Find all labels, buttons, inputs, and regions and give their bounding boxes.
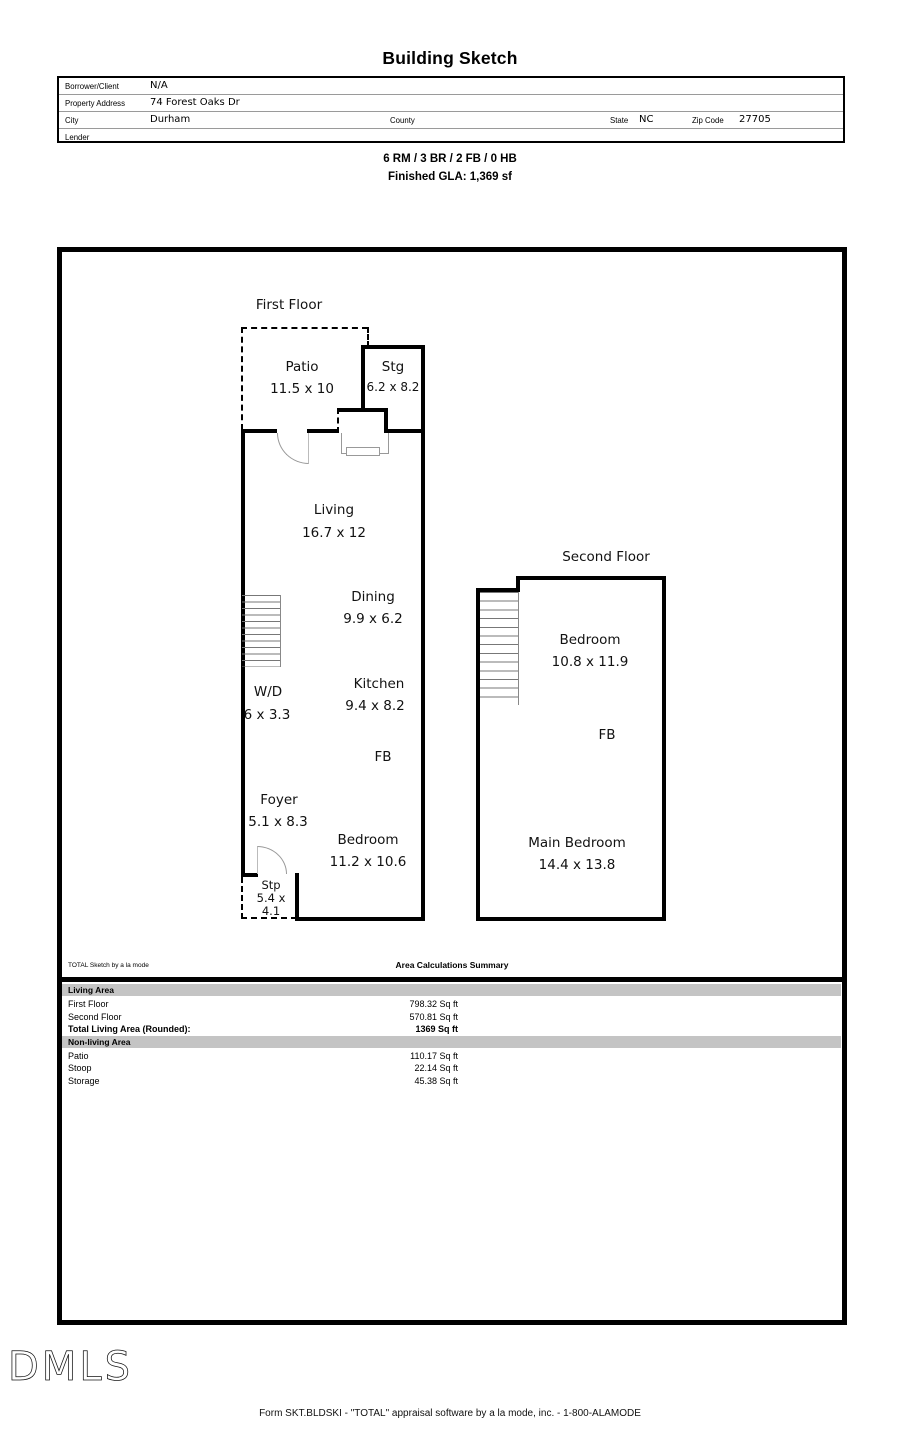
room-label-stoop: Stp [261,878,281,892]
second-floor-step-wall-h [476,588,520,592]
state-label: State [610,115,629,125]
row-value-stoop: 22.14 Sq ft [414,1063,458,1073]
room-label-bedroom-first: Bedroom [337,832,399,848]
row-label-stoop: Stoop [68,1063,92,1073]
room-dims-stoop-2: 4.1 [261,904,281,918]
zip-label: Zip Code [692,115,724,125]
row-value-storage: 45.38 Sq ft [414,1076,458,1086]
second-floor-left-wall [476,588,480,921]
entry-step-inner [346,447,380,456]
zip-value: 27705 [739,114,771,125]
room-dims-living: 16.7 x 12 [302,525,366,541]
room-label-foyer: Foyer [260,792,298,808]
room-label-bedroom-second: Bedroom [559,632,621,648]
address-value: 74 Forest Oaks Dr [150,97,240,108]
first-floor-right-wall [421,345,425,921]
row-label-first-floor: First Floor [68,999,109,1009]
first-floor-top-wall-left [241,429,277,433]
second-floor-step-wall-v [516,576,520,592]
patio-dashed-wall-top [241,327,368,329]
svg-text:DMLS: DMLS [8,1344,133,1390]
room-dims-bedroom-second: 10.8 x 11.9 [551,654,629,670]
room-dims-foyer: 5.1 x 8.3 [248,814,308,830]
second-floor-title: Second Floor [562,549,650,565]
address-label: Property Address [65,98,125,108]
dmls-logo: DMLS [8,1344,133,1391]
room-dims-dining: 9.9 x 6.2 [343,611,403,627]
stoop-dashed-wall-bottom [241,917,297,919]
area-summary-title: Area Calculations Summary [395,960,509,970]
second-floor-top-wall [516,576,666,580]
lender-label: Lender [65,132,90,142]
stairs-first-floor [242,595,281,667]
room-dims-wd: 6 x 3.3 [243,707,291,723]
room-label-living: Living [313,502,355,518]
area-summary-divider [57,977,847,982]
row-value-second-floor: 570.81 Sq ft [409,1012,458,1022]
entry-step-notch [337,408,388,433]
borrower-value: N/A [150,80,168,91]
row-label-total-living: Total Living Area (Rounded): [68,1024,191,1034]
room-label-patio: Patio [285,359,319,375]
nonliving-area-header: Non-living Area [62,1036,841,1048]
finished-gla: Finished GLA: 1,369 sf [388,171,512,183]
county-label: County [390,115,415,125]
state-value: NC [639,114,654,125]
city-value: Durham [150,114,191,125]
room-label-dining: Dining [351,589,395,605]
page-title: Building Sketch [382,48,518,68]
table-row-borrower: Borrower/Client N/A [59,78,843,94]
first-floor-title: First Floor [255,297,323,313]
form-footer: Form SKT.BLDSKI - "TOTAL" appraisal soft… [259,1408,641,1419]
storage-room-outline [361,345,425,433]
room-label-wd: W/D [253,684,283,700]
stoop-side-wall [295,873,299,921]
patio-dashed-wall-left [241,327,243,430]
stoop-dashed-wall-left [241,877,243,919]
table-row-lender: Lender [59,128,843,145]
row-label-second-floor: Second Floor [68,1012,122,1022]
room-label-fb-second: FB [598,727,616,743]
room-dims-storage: 6.2 x 8.2 [366,380,420,394]
second-floor-bottom-wall [476,917,666,921]
patio-dashed-wall-right [367,327,369,347]
first-floor-bottom-wall [295,917,425,921]
room-dims-stoop-1: 5.4 x [256,891,286,905]
sketch-software-brand: TOTAL Sketch by a la mode [68,962,149,969]
table-row-address: Property Address 74 Forest Oaks Dr [59,94,843,111]
room-dims-kitchen: 9.4 x 8.2 [345,698,405,714]
room-count-summary: 6 RM / 3 BR / 2 FB / 0 HB [383,153,517,165]
row-label-storage: Storage [68,1076,100,1086]
room-dims-patio: 11.5 x 10 [270,381,334,397]
first-floor-bottom-wall-left [241,873,258,877]
borrower-label: Borrower/Client [65,81,119,91]
row-value-patio: 110.17 Sq ft [410,1051,458,1061]
room-dims-main-bedroom: 14.4 x 13.8 [538,857,616,873]
second-floor-right-wall [662,576,666,921]
room-label-main-bedroom: Main Bedroom [528,835,626,851]
room-dims-bedroom-first: 11.2 x 10.6 [329,854,407,870]
sketch-canvas [57,247,847,1325]
living-area-header: Living Area [62,984,841,996]
property-info-table: Borrower/Client N/A Property Address 74 … [57,76,845,143]
row-value-total-living: 1369 Sq ft [415,1024,458,1034]
room-label-fb-first: FB [374,749,392,765]
table-row-city: City Durham County State NC Zip Code 277… [59,111,843,128]
stairs-second-floor [480,592,519,705]
row-value-first-floor: 798.32 Sq ft [409,999,458,1009]
row-label-patio: Patio [68,1051,89,1061]
city-label: City [65,115,79,125]
room-label-kitchen: Kitchen [353,676,405,692]
room-label-storage: Stg [381,359,405,375]
